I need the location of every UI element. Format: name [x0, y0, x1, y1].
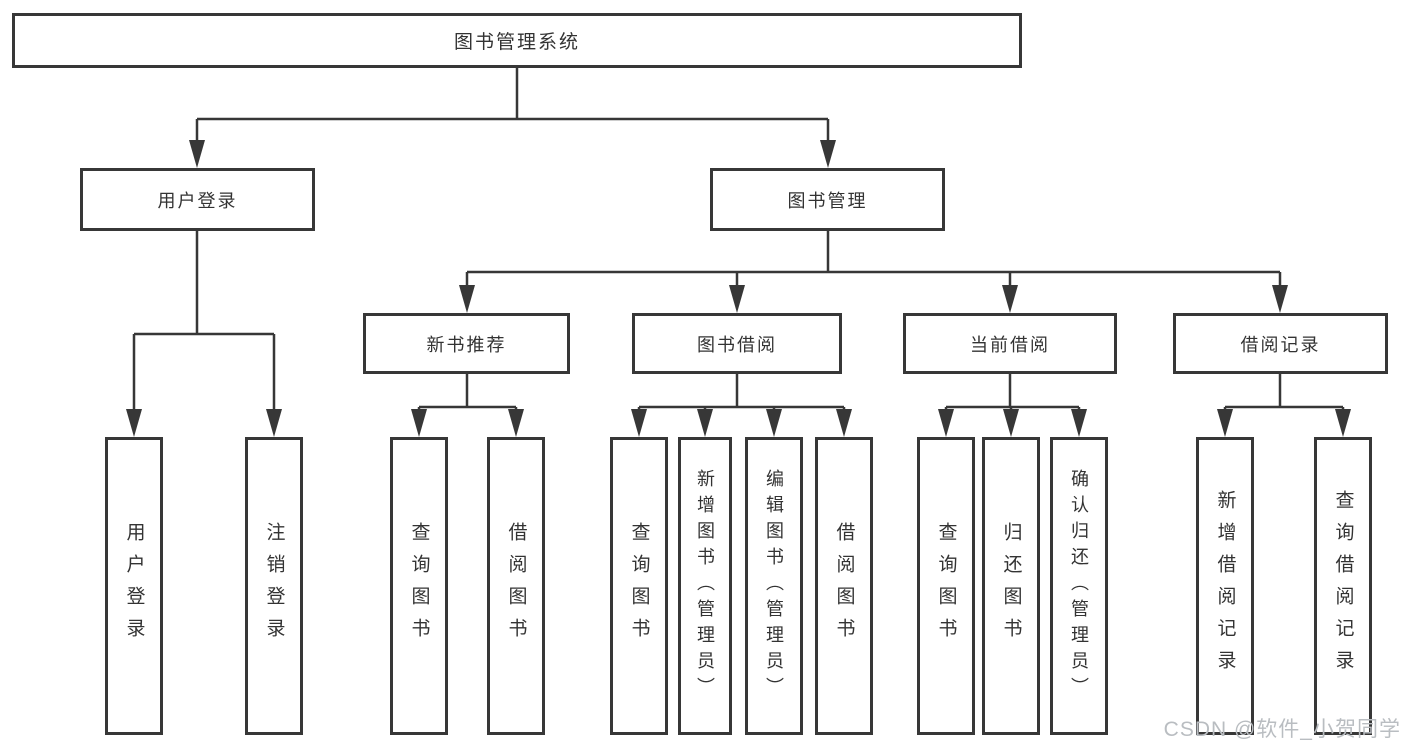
leaf-edit-books-admin: 编辑图书（管理员）: [745, 437, 803, 735]
leaf-query-books-recommend-label: 查询图书: [408, 522, 430, 650]
leaf-return-books-label: 归还图书: [1000, 522, 1022, 650]
leaf-confirm-return-admin-label: 确认归还（管理员）: [1069, 469, 1089, 703]
leaf-query-borrow-record: 查询借阅记录: [1314, 437, 1372, 735]
leaf-add-borrow-record-label: 新增借阅记录: [1214, 490, 1236, 682]
leaf-add-books-admin-label: 新增图书（管理员）: [695, 469, 715, 703]
node-book-borrow: 图书借阅: [632, 313, 842, 374]
leaf-borrow-books-label: 借阅图书: [833, 522, 855, 650]
node-borrow-records: 借阅记录: [1173, 313, 1388, 374]
node-book-management: 图书管理: [710, 168, 945, 231]
leaf-logout: 注销登录: [245, 437, 303, 735]
leaf-edit-books-admin-label: 编辑图书（管理员）: [764, 469, 784, 703]
leaf-query-books-borrow: 查询图书: [610, 437, 668, 735]
leaf-user-login-label: 用户登录: [123, 522, 145, 650]
node-user-login: 用户登录: [80, 168, 315, 231]
leaf-return-books: 归还图书: [982, 437, 1040, 735]
leaf-logout-label: 注销登录: [263, 522, 285, 650]
node-library-system: 图书管理系统: [12, 13, 1022, 68]
node-new-book-recommend: 新书推荐: [363, 313, 570, 374]
leaf-query-borrow-record-label: 查询借阅记录: [1332, 490, 1354, 682]
leaf-query-books-borrow-label: 查询图书: [628, 522, 650, 650]
node-current-borrow: 当前借阅: [903, 313, 1117, 374]
leaf-query-books-recommend: 查询图书: [390, 437, 448, 735]
leaf-borrow-books-recommend: 借阅图书: [487, 437, 545, 735]
leaf-add-books-admin: 新增图书（管理员）: [678, 437, 732, 735]
leaf-borrow-books: 借阅图书: [815, 437, 873, 735]
leaf-query-books-current: 查询图书: [917, 437, 975, 735]
leaf-add-borrow-record: 新增借阅记录: [1196, 437, 1254, 735]
arrowhead-group: [126, 140, 1351, 437]
leaf-query-books-current-label: 查询图书: [935, 522, 957, 650]
leaf-user-login: 用户登录: [105, 437, 163, 735]
leaf-confirm-return-admin: 确认归还（管理员）: [1050, 437, 1108, 735]
leaf-borrow-books-recommend-label: 借阅图书: [505, 522, 527, 650]
